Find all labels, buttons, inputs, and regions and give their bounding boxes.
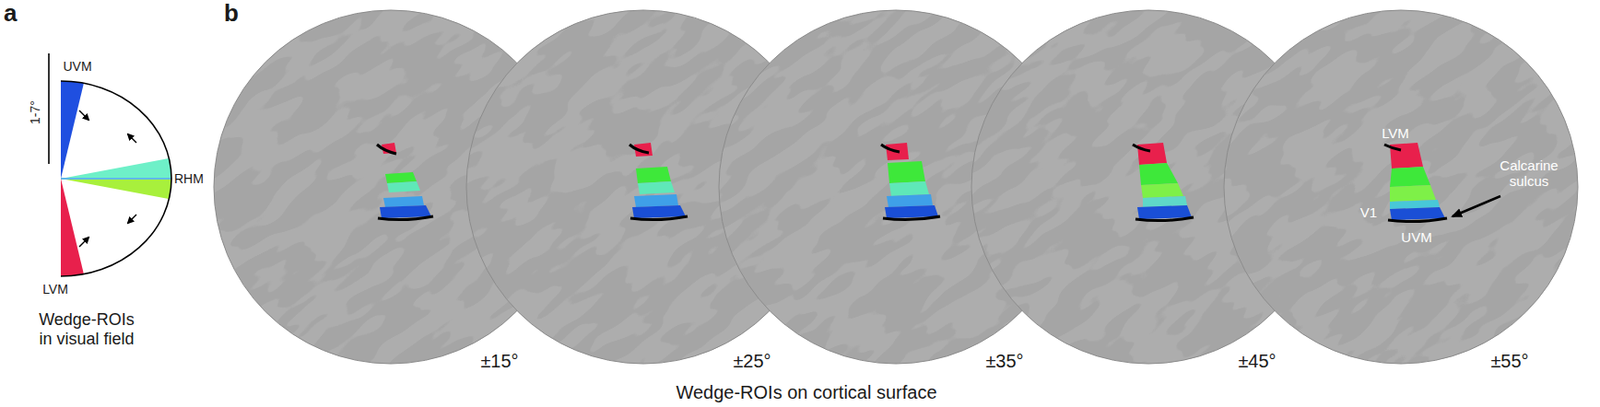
- panel-letter: b: [223, 0, 239, 28]
- inflated-cortex: [1067, 0, 1600, 407]
- angle-label: ±25°: [732, 351, 771, 373]
- angle-label: ±45°: [1237, 351, 1276, 373]
- eccentricity-label: 1-7°: [27, 100, 43, 125]
- meridian-label: RHM: [174, 171, 204, 187]
- panel-letter: a: [3, 0, 17, 28]
- roi-label: V1: [1360, 204, 1377, 221]
- meridian-label: UVM: [62, 58, 92, 74]
- leader-arrow: [1452, 196, 1501, 217]
- visual-field-wedges: [48, 53, 172, 277]
- roi-label: LVM: [1381, 125, 1410, 142]
- angle-label: ±35°: [985, 351, 1024, 373]
- panel-caption: Wedge-ROIs on cortical surface: [675, 382, 937, 404]
- angle-label: ±15°: [480, 351, 518, 373]
- meridian-label: LVM: [42, 282, 69, 297]
- anatomy-label: Calcarine sulcus: [1487, 157, 1571, 190]
- roi-label: UVM: [1400, 229, 1432, 246]
- angle-label: ±55°: [1490, 351, 1529, 373]
- panel-caption: Wedge-ROIs in visual field: [35, 310, 139, 349]
